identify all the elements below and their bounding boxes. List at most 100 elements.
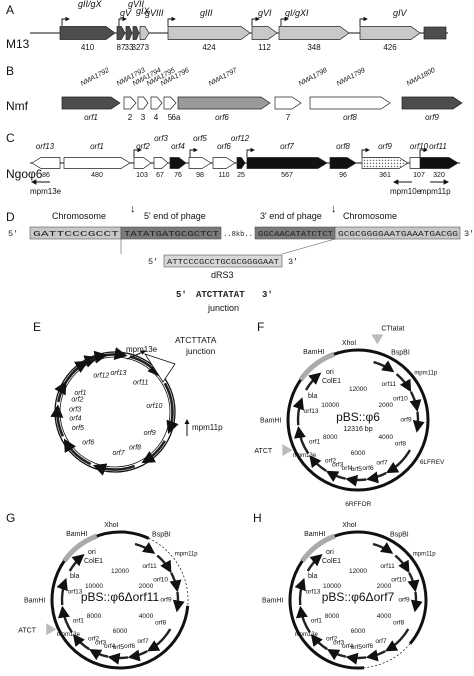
ngo-orf-label-8: orf12: [231, 134, 250, 143]
plasmid-f-orf-arrow-7: [292, 397, 304, 426]
panel-label-f: F: [257, 320, 264, 334]
plasmid-h-deleted-segment: [363, 643, 411, 669]
ngo-size-label-8: 25: [237, 172, 245, 179]
plasmid-g-orf-label-1: orf1: [73, 617, 85, 624]
plasmid-f-orf-label-6: orf6: [362, 465, 374, 472]
m13-gene-size-1: 410: [81, 43, 95, 52]
plasmid-g-orf-arrow-7: [56, 577, 68, 606]
ngo-size-label-7: 110: [218, 172, 229, 179]
m13-promoter-6: [359, 16, 368, 26]
plasmid-e-orf-label-11: orf10: [146, 403, 162, 410]
plasmid-h-bla-label: bla: [308, 573, 317, 580]
plasmid-f-cole1-label: ColE1: [322, 378, 341, 385]
plasmid-h-orf-arrow-1: [384, 628, 410, 652]
plasmid-h-orf-label-12: orf13: [306, 588, 321, 595]
seq-phage-5-end: TATATGATGCGCTCT: [124, 231, 220, 239]
m13-gene-3: [125, 26, 133, 40]
plasmid-h-cole1-label: ColE1: [322, 558, 341, 565]
panel-label-g: G: [6, 511, 15, 525]
ngo-gene-2: [63, 157, 131, 169]
junction-label: junction: [207, 303, 239, 313]
m13-gene-size-8: 348: [307, 43, 321, 52]
plasmid-h-tick-label-4: 6000: [351, 628, 366, 635]
m13-gene-label-2: gV: [120, 8, 132, 18]
plasmid-h-orf-label-2: orf2: [326, 636, 338, 643]
plasmid-f-primer-label-2: 6RFFOR: [345, 501, 371, 508]
nmf-orf-label-1: orf1: [84, 113, 98, 122]
m13-gene-2: [116, 26, 126, 40]
ngo-orf-label-4: orf3: [154, 134, 168, 143]
panel-label-e: E: [33, 320, 41, 334]
m13-gene-label-1: gII/gX: [78, 0, 103, 9]
ngo-size-label-10: 96: [339, 172, 347, 179]
nmf-gene-2: [123, 96, 137, 110]
plasmid-e-orf-label-2: orf1: [74, 390, 86, 397]
plasmid-h-bamhi-left-label: BamHI: [262, 597, 283, 604]
panel-label-b: B: [6, 64, 14, 78]
nmf-nma-label-1: NMA1792: [80, 67, 111, 88]
plasmid-f-orf-label-4: orf4: [342, 465, 354, 472]
plasmid-f-primer-label-1: 6LFREV: [420, 459, 445, 466]
plasmid-g-bla-label: bla: [70, 573, 79, 580]
chromosome-left-label: Chromosome: [52, 211, 106, 221]
nmf-gene-5: [163, 96, 177, 110]
plasmid-g-tick-label-2: 2000: [139, 583, 154, 590]
plasmid-g-orf-label-5: orf5: [113, 644, 125, 651]
plasmid-f-orf-arrow-6: [293, 425, 310, 455]
plasmid-h-orf-arrow-6: [295, 605, 311, 634]
row-label-ngo: Ngoφ6: [6, 167, 43, 181]
plasmid-g-orf-arrow-3: [107, 652, 129, 665]
ngo-gene-10: [329, 157, 357, 169]
plasmid-h-orf-arrow-9: [394, 554, 410, 574]
m13-gene-size-2: 87: [117, 43, 126, 52]
nmf-gene-6: [177, 96, 271, 110]
plasmid-g-orf-label-7: orf7: [137, 638, 149, 645]
ngo-promoter-1: [133, 147, 142, 157]
nmf-orf-label-5: 5: [168, 113, 173, 122]
nmf-gene-8: [309, 96, 391, 110]
plasmid-g-orf-label-8: orf8: [155, 620, 167, 627]
chromosome-right-box: [334, 226, 461, 240]
plasmid-g-tick-label-3: 4000: [139, 613, 154, 620]
plasmid-h-orf-arrow-5: [310, 633, 328, 651]
plasmid-e-orf-label-5: orf4: [69, 416, 81, 423]
plasmid-h-bamhi-top-label: BamHI: [304, 531, 325, 538]
junction-sequence-diagram: Chromosome ↓ 5' end of phage 3' end of p…: [8, 203, 474, 313]
plasmid-h-orf-label-9: orf9: [398, 596, 410, 603]
nmf-orf-label-7: 6a: [172, 113, 181, 122]
plasmid-g-bamhi-top-label: BamHI: [66, 531, 87, 538]
ngo-size-label-3: 103: [136, 172, 148, 179]
plasmid-h-tick-label-5: 8000: [325, 613, 340, 620]
plasmid-g-xhoi-label: XhoI: [104, 522, 118, 529]
plasmid-f-orf-arrow-3: [345, 474, 367, 487]
plasmid-f-orf-label-9: orf9: [400, 416, 412, 423]
plasmid-f-name: pBS::φ6: [336, 410, 380, 424]
m13-gene-6: [167, 26, 251, 40]
plasmid-f-tick-label-4: 6000: [351, 450, 366, 457]
ngo-orf-label-13: orf11: [429, 142, 447, 151]
plasmid-h-orf-label-5: orf5: [351, 644, 363, 651]
plasmid-f-bspbi-label: BspBI: [391, 350, 410, 357]
nmf-orf-label-2: 2: [128, 113, 133, 122]
ngo-gene-6: [188, 157, 212, 169]
m13-gene-size-7: 112: [258, 43, 271, 52]
plasmid-h-orf-label-11: orf11: [380, 563, 395, 570]
ngo-promoter-2: [189, 147, 198, 157]
ngo-size-label-2: 480: [91, 172, 103, 179]
plasmid-h-orf-arrow-2: [365, 649, 386, 662]
ngo-gene-1: [31, 157, 61, 169]
plasmid-h-orf-arrow-4: [326, 649, 347, 661]
plasmid-e-mpm11p-label: mpm11p: [192, 423, 223, 432]
plasmid-f-backbone: [286, 348, 430, 492]
m13-gene-size-9: 426: [383, 43, 397, 52]
drs3-5-prime-label: 5': [148, 257, 158, 267]
plasmid-h-tick-label-1: 12000: [349, 568, 367, 575]
ngo-orf-label-10: orf8: [336, 142, 350, 151]
ngo-orf-label-7: orf6: [217, 142, 231, 151]
plasmid-h-orf-arrow-12: [372, 542, 394, 554]
